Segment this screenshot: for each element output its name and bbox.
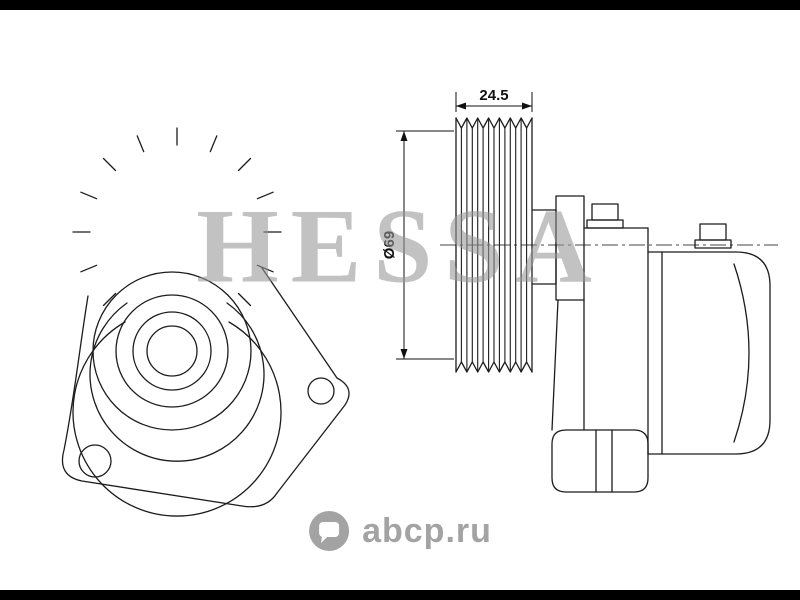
dimension-diameter-label: Ø69 [381, 231, 398, 259]
chat-bubble-icon [309, 511, 350, 551]
side-view-body [532, 195, 771, 493]
abcp-logo-text: abcp.ru [362, 511, 492, 550]
side-view-pulley [455, 117, 533, 373]
dimension-width: 24.5 [455, 87, 533, 112]
front-view [61, 127, 350, 517]
top-border-bar [0, 0, 800, 10]
dimension-diameter: Ø69 [381, 130, 454, 360]
abcp-logo: abcp.ru [308, 510, 492, 552]
dimension-width-label: 24.5 [479, 87, 508, 104]
bottom-border-bar [0, 590, 800, 600]
